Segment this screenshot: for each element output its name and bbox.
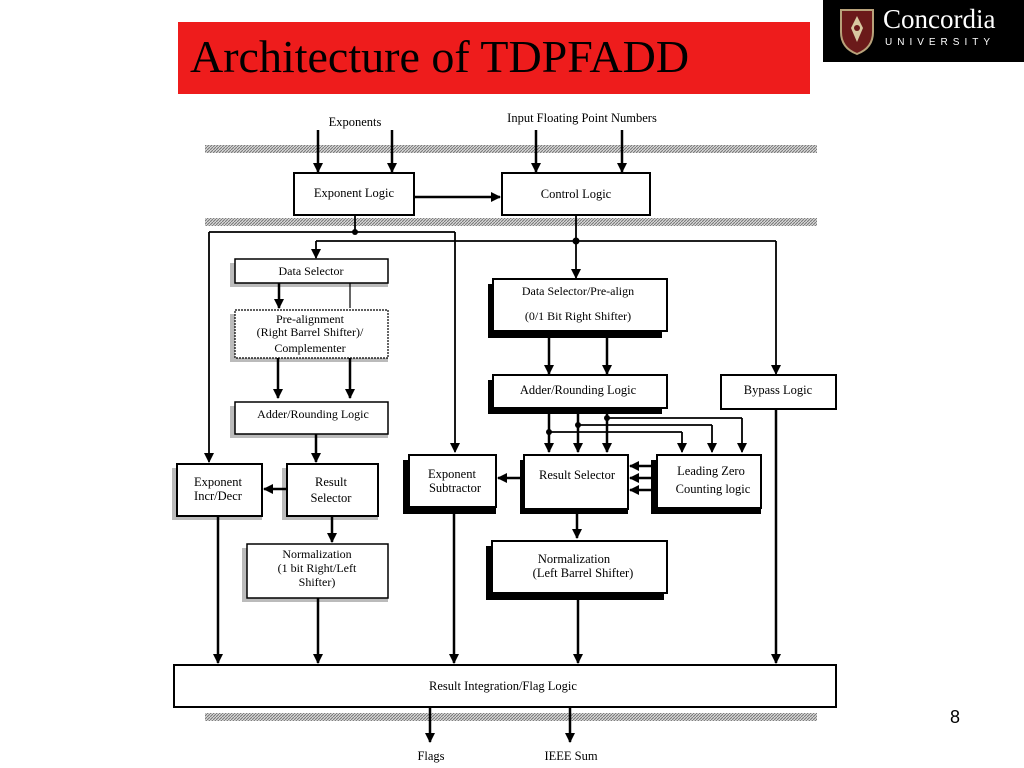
data-selector-block: Data Selector: [230, 258, 389, 287]
output-register-bar: [205, 713, 817, 721]
adder-rounding-left-block: Adder/Rounding Logic: [230, 401, 389, 438]
data-selector-label: Data Selector: [279, 264, 344, 278]
control-logic-label: Control Logic: [541, 187, 612, 201]
slide-title-bar: Architecture of TDPFADD: [178, 22, 810, 94]
normalization-right-line2: (Left Barrel Shifter): [533, 566, 634, 580]
ieee-sum-label: IEEE Sum: [544, 749, 597, 763]
leading-zero-block: Leading Zero Counting logic: [651, 454, 762, 514]
exponent-logic-label: Exponent Logic: [314, 186, 395, 200]
mid-register-bar: [205, 218, 817, 226]
dsp-arrows: [544, 338, 612, 375]
to-integration-arrows: [213, 409, 781, 664]
leading-zero-line1: Leading Zero: [677, 464, 745, 478]
exponent-incr-decr-line1: Exponent: [194, 475, 242, 489]
slide-title: Architecture of TDPFADD: [190, 31, 690, 82]
adder-fanout-arrows: [544, 408, 612, 453]
adder-rounding-right-label: Adder/Rounding Logic: [520, 383, 637, 397]
adder-rounding-left-label: Adder/Rounding Logic: [257, 407, 369, 421]
result-selector-right-block: Result Selector: [520, 454, 629, 514]
input-numbers-label: Input Floating Point Numbers: [507, 111, 657, 125]
exponent-subtractor-line1: Exponent: [428, 467, 476, 481]
leading-zero-feed-lines: [549, 417, 747, 453]
lz-to-rs-arrows: [629, 461, 657, 495]
result-selector-left-block: Result Selector: [282, 463, 379, 520]
normalization-left-line2: (1 bit Right/Left: [278, 561, 357, 575]
normalization-left-line1: Normalization: [282, 547, 351, 561]
result-integration-block: Result Integration/Flag Logic: [173, 664, 837, 708]
bus-lines: [204, 215, 781, 463]
exponent-subtractor-block: Exponent Subtractor: [403, 454, 497, 514]
result-integration-label: Result Integration/Flag Logic: [429, 679, 577, 693]
input-register-bar: [205, 145, 817, 153]
normalization-right-block: Normalization (Left Barrel Shifter): [486, 540, 668, 600]
exponent-incr-decr-block: Exponent Incr/Decr: [172, 463, 263, 520]
normalization-left-line3: Shifter): [299, 575, 336, 589]
control-logic-block: Control Logic: [501, 172, 651, 216]
crest-icon: [840, 9, 874, 56]
page-number: 8: [950, 707, 961, 727]
result-selector-right-label: Result Selector: [539, 468, 616, 482]
exponent-logic-block: Exponent Logic: [293, 172, 415, 216]
adder-rounding-right-block: Adder/Rounding Logic: [488, 374, 668, 414]
pre-alignment-block: Pre-alignment (Right Barrel Shifter)/ Co…: [230, 309, 389, 362]
pre-alignment-line1: Pre-alignment: [276, 312, 345, 326]
data-selector-prealign-line2: (0/1 Bit Right Shifter): [525, 309, 631, 323]
normalization-left-block: Normalization (1 bit Right/Left Shifter): [242, 543, 389, 602]
flags-label: Flags: [417, 749, 444, 763]
bypass-logic-block: Bypass Logic: [720, 374, 837, 410]
data-selector-prealign-block: Data Selector/Pre-align (0/1 Bit Right S…: [488, 278, 668, 338]
bypass-logic-label: Bypass Logic: [744, 383, 813, 397]
exponent-incr-decr-line2: Incr/Decr: [194, 489, 243, 503]
normalization-right-line1: Normalization: [538, 552, 611, 566]
data-selector-prealign-line1: Data Selector/Pre-align: [522, 284, 634, 298]
pre-alignment-line2: (Right Barrel Shifter)/: [257, 325, 364, 339]
result-selector-left-line1: Result: [315, 475, 347, 489]
logo-name: Concordia: [883, 4, 996, 34]
pre-alignment-line3: Complementer: [274, 341, 345, 355]
result-selector-left-line2: Selector: [311, 491, 353, 505]
exponent-subtractor-line2: Subtractor: [429, 481, 482, 495]
pa-arrows: [273, 358, 355, 399]
logo-subtitle: UNIVERSITY: [885, 37, 996, 48]
concordia-logo: Concordia UNIVERSITY: [823, 0, 1024, 62]
output-arrows: [425, 707, 575, 743]
input-arrows: [313, 130, 627, 173]
leading-zero-line2: Counting logic: [676, 482, 751, 496]
exponents-label: Exponents: [329, 115, 382, 129]
